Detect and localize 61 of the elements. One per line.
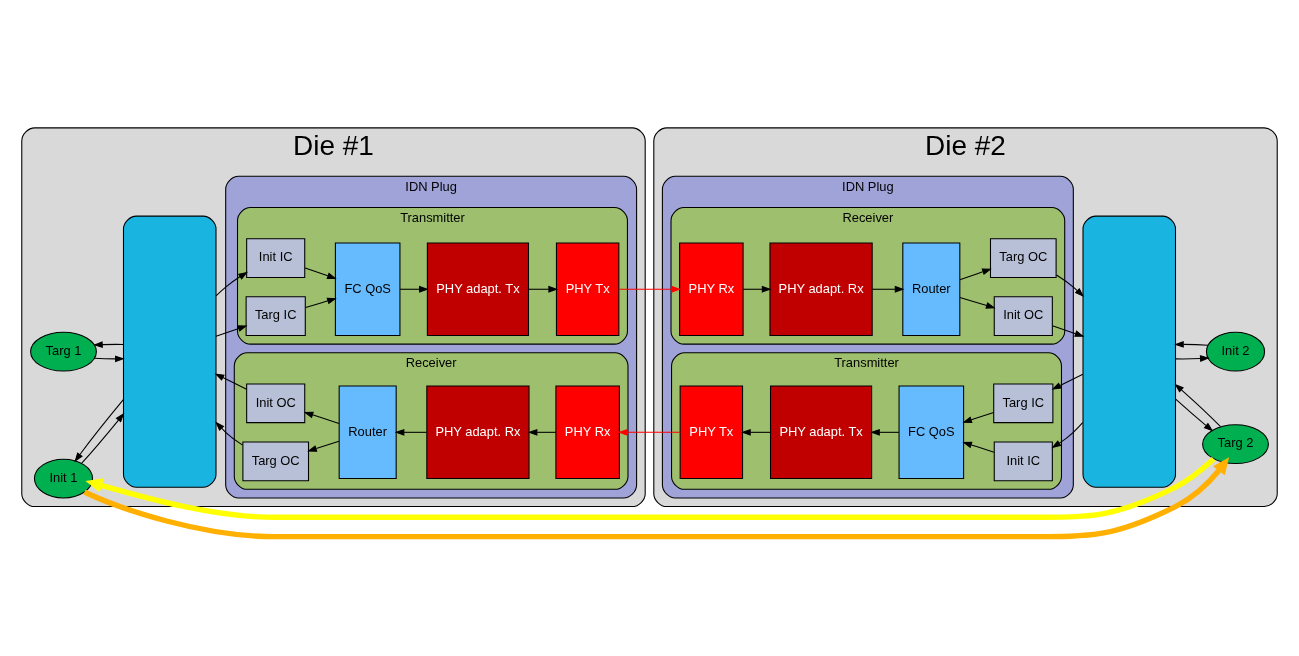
arrow bbox=[1175, 398, 1214, 432]
node-box: Init IC bbox=[246, 238, 306, 278]
arrow bbox=[94, 355, 125, 363]
node-box: Targ OC bbox=[242, 441, 310, 482]
arrow bbox=[303, 411, 340, 424]
node-ellipse: Init 2 bbox=[1205, 331, 1266, 372]
arrow bbox=[83, 457, 1230, 540]
node-box: Init IC bbox=[993, 441, 1053, 482]
node-box: Targ IC bbox=[993, 383, 1054, 424]
node-box: PHY adapt. Tx bbox=[426, 242, 530, 337]
arrow bbox=[81, 412, 125, 464]
node-box: FC QoS bbox=[334, 242, 401, 337]
arrow bbox=[1174, 383, 1222, 428]
arrow bbox=[742, 285, 772, 293]
arrow bbox=[959, 296, 996, 309]
arrow bbox=[528, 285, 559, 293]
node-box: PHY Rx bbox=[679, 242, 744, 337]
node-box: Init OC bbox=[993, 296, 1053, 337]
node-box: PHY adapt. Tx bbox=[769, 385, 873, 480]
arrow bbox=[305, 297, 337, 309]
arrow bbox=[741, 428, 771, 436]
arrow bbox=[214, 373, 248, 390]
arrow bbox=[215, 325, 248, 337]
node-box: PHY Rx bbox=[555, 385, 620, 480]
arrow bbox=[959, 268, 992, 281]
node-box bbox=[122, 215, 217, 488]
node-box: Targ IC bbox=[245, 296, 306, 337]
arrow bbox=[1051, 422, 1084, 449]
arrow bbox=[215, 421, 244, 446]
node-box: Router bbox=[338, 385, 397, 480]
node-box: PHY adapt. Rx bbox=[769, 242, 873, 337]
node-box: PHY adapt. Rx bbox=[426, 385, 530, 480]
arrow bbox=[1051, 325, 1085, 337]
arrow bbox=[85, 457, 1216, 520]
arrow bbox=[307, 440, 340, 452]
node-ellipse: Targ 1 bbox=[30, 331, 97, 372]
arrow bbox=[617, 428, 681, 436]
arrow bbox=[394, 428, 428, 436]
node-box: FC QoS bbox=[898, 385, 965, 480]
arrow bbox=[74, 399, 124, 463]
arrow bbox=[962, 411, 995, 423]
node-box bbox=[1082, 215, 1177, 488]
node-box: PHY Tx bbox=[679, 385, 744, 480]
arrow bbox=[304, 267, 337, 279]
arrow bbox=[1055, 274, 1085, 297]
arrow bbox=[870, 428, 900, 436]
arrow bbox=[93, 341, 124, 348]
node-box: Router bbox=[902, 242, 961, 337]
arrow bbox=[871, 285, 905, 293]
arrow bbox=[1174, 341, 1209, 348]
arrow bbox=[962, 441, 995, 453]
arrow bbox=[399, 285, 429, 293]
arrow bbox=[527, 428, 557, 436]
node-box: Init OC bbox=[246, 383, 306, 424]
arrow bbox=[1051, 373, 1084, 390]
node-box: Targ OC bbox=[989, 238, 1057, 278]
arrow bbox=[215, 271, 248, 297]
arrow bbox=[1175, 355, 1210, 362]
node-box: PHY Tx bbox=[555, 242, 620, 337]
node-ellipse: Init 1 bbox=[33, 458, 94, 499]
arrow bbox=[618, 285, 682, 293]
